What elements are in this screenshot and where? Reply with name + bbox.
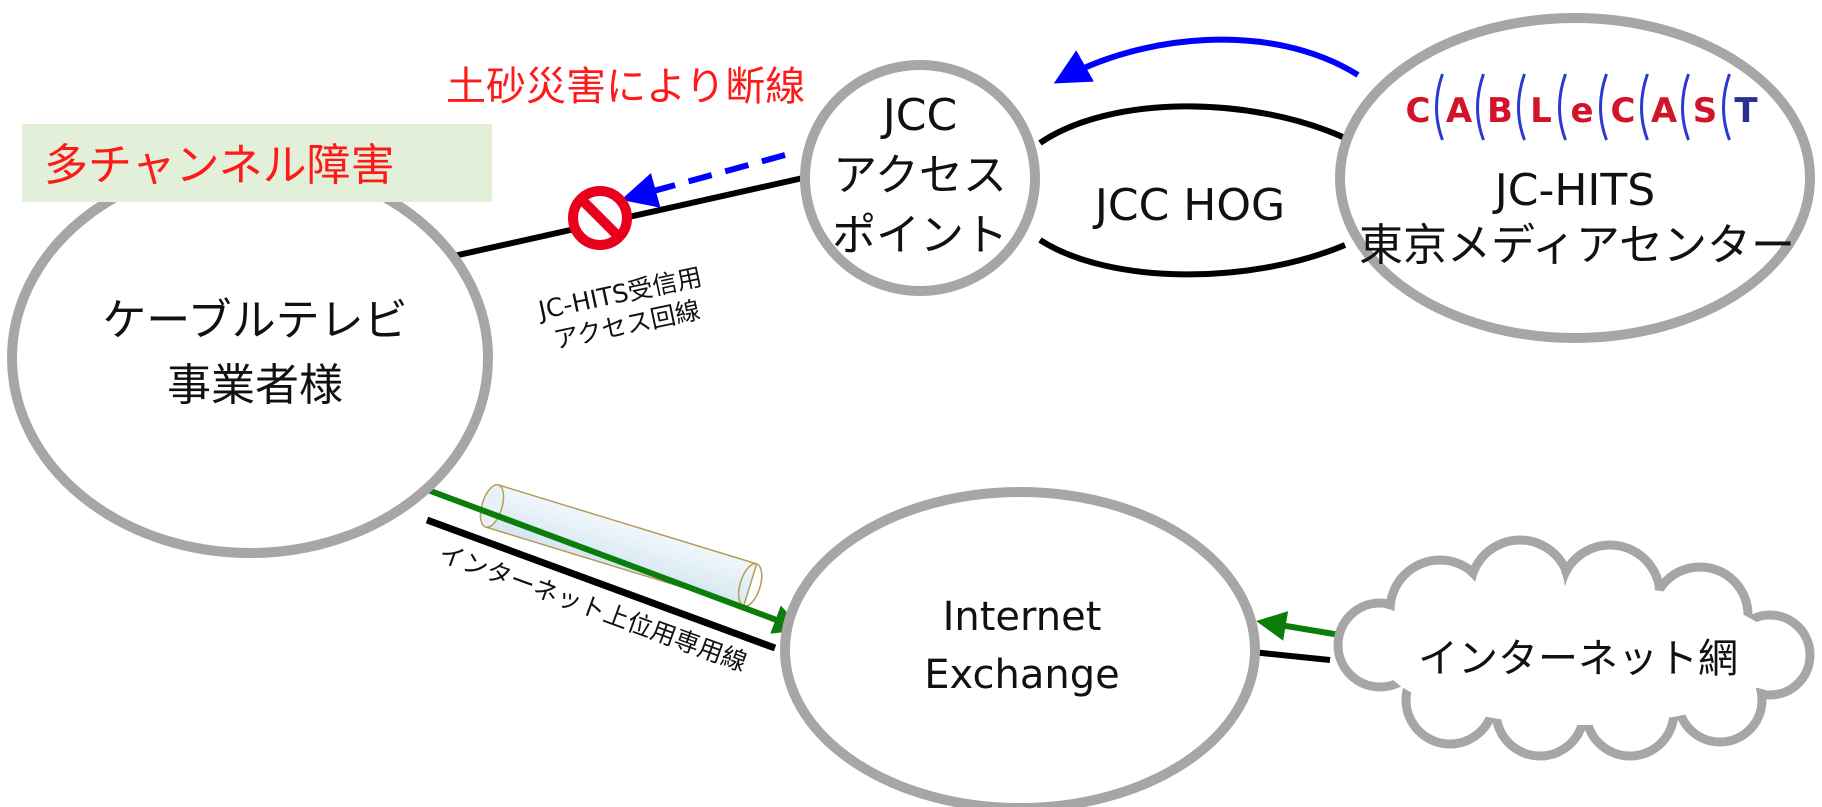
internet-cloud-label: インターネット網 [1418,636,1738,682]
logo-separator [1640,73,1649,141]
signal-blocked-arrow [621,152,786,208]
logo-separator [1517,73,1526,141]
hog-link-top [1038,103,1347,146]
jc-hits-center-label: 東京メディアセンター [1359,220,1795,271]
jcc-access-point-label-2: アクセス [833,150,1007,201]
internet-exchange-label-1: Internet [943,594,1102,640]
jc-hits-center-node [1335,13,1815,343]
jcc-hog-label: JCC HOG [1092,180,1285,231]
signal-arrow [1053,36,1360,84]
logo-letter: C [1406,91,1431,131]
logo-separator [1476,73,1485,141]
logo-letter: T [1734,91,1758,131]
logo-letter: B [1487,91,1513,131]
logo-letter: S [1693,91,1718,131]
internet-traffic-arrow [387,471,804,634]
alert-badge: 多チャンネル障害 [44,140,395,191]
alert-badge-bg [22,124,492,202]
logo-letter: e [1570,91,1593,131]
ix-cloud-link [1251,649,1331,663]
logo-separator [1722,73,1731,141]
logo-separator [1599,73,1608,141]
logo-separator [1558,73,1567,141]
cable-operator-label-2: 事業者様 [167,360,343,411]
logo-letter: C [1611,91,1636,131]
internet-exchange-label-2: Exchange [924,652,1119,698]
jcc-access-point-label-1: JCC [880,90,957,141]
cable-operator-node [7,158,493,558]
logo-letter: A [1651,91,1678,131]
internet-cloud [1333,535,1815,761]
logo-letter: A [1446,91,1473,131]
jcc-access-point-node [800,60,1040,296]
jcc-access-point-label-3: ポイント [832,210,1008,261]
logo-separator [1435,73,1444,141]
logo-separator [1681,73,1690,141]
disconnection-label: 土砂災害により断線 [446,64,805,110]
blocked-sign-icon [568,186,632,250]
cable-operator-label-1: ケーブルテレビ [102,295,407,346]
internet-exchange-node [780,487,1260,807]
hog-link-bottom [1038,237,1347,278]
logo-letter: L [1530,91,1552,131]
jc-hits-label: JC-HITS [1492,165,1655,216]
